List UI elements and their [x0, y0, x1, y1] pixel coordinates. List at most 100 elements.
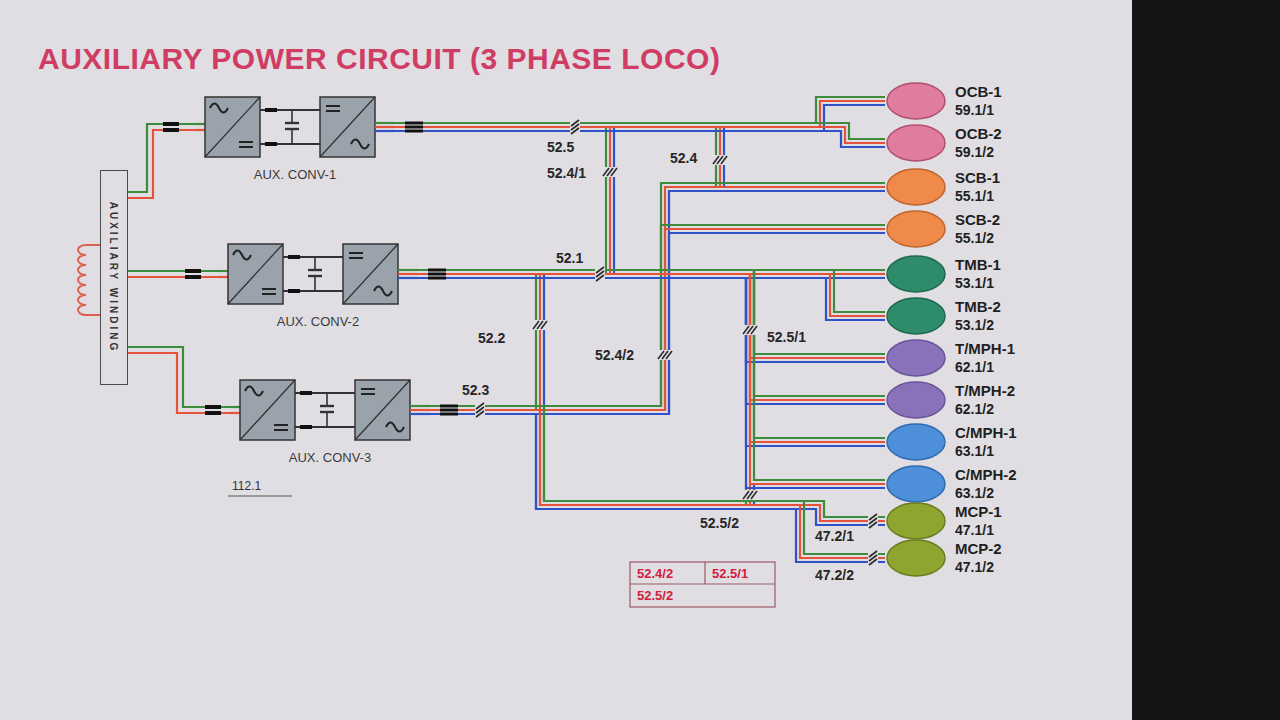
- fuse-set: [163, 122, 458, 416]
- load-text-stack: MCP-147.1/1: [955, 503, 1002, 539]
- load-text-stack: T/MPH-162.1/1: [955, 340, 1015, 376]
- winding-box: AUXILIARY WINDING: [100, 170, 128, 385]
- contactor-symbol: [712, 155, 728, 165]
- winding-label: AUXILIARY WINDING: [109, 202, 120, 354]
- power-cable: [395, 123, 885, 147]
- converter-unit: AUX. CONV-3: [230, 373, 430, 468]
- fuse-symbol: [428, 277, 446, 280]
- power-cable: [128, 347, 230, 413]
- fuse-symbol: [185, 269, 201, 273]
- cable-phase: [430, 406, 885, 554]
- contactor-symbol: [742, 325, 758, 335]
- converter-label: AUX. CONV-3: [289, 450, 371, 468]
- load-name: C/MPH-1: [955, 424, 1017, 442]
- cable-phase: [430, 410, 885, 558]
- load-circle: [885, 81, 947, 121]
- contactor-symbol: [532, 320, 548, 330]
- cable-phase: [418, 270, 885, 396]
- tie-wire: [609, 127, 611, 274]
- load-name: SCB-2: [955, 211, 1000, 229]
- fuse-symbol: [440, 405, 458, 408]
- cable-phase: [418, 270, 885, 312]
- drawing-reference: 112.1: [230, 478, 263, 494]
- fuse-symbol: [405, 130, 423, 133]
- cable-phase: [430, 187, 885, 410]
- load-circle-shape: [887, 211, 945, 247]
- cable-phase: [128, 270, 218, 272]
- fuse-symbol: [428, 273, 446, 276]
- breaker-number: 62.1/1: [955, 358, 1015, 376]
- load-motor: OCB-159.1/1: [885, 81, 1006, 121]
- cable-phase: [395, 131, 885, 147]
- load-text-stack: SCB-155.1/1: [955, 169, 1000, 205]
- converter-graphic: [218, 244, 418, 304]
- cable-phase: [395, 127, 885, 143]
- power-cable: [430, 183, 885, 414]
- load-text-stack: TMB-153.1/1: [955, 256, 1001, 292]
- table-cell: 52.4/2: [635, 566, 675, 582]
- converter-unit: AUX. CONV-1: [195, 90, 395, 185]
- load-motor: C/MPH-263.1/2: [885, 464, 1021, 504]
- fuse-symbol: [205, 411, 221, 415]
- load-name: TMB-1: [955, 256, 1001, 274]
- load-name: T/MPH-2: [955, 382, 1015, 400]
- load-motor: OCB-259.1/2: [885, 123, 1006, 163]
- contactor-number: 52.4: [668, 150, 699, 166]
- cable-phase: [128, 130, 195, 198]
- cable-phase: [128, 124, 195, 192]
- load-name: C/MPH-2: [955, 466, 1017, 484]
- load-text-stack: OCB-159.1/1: [955, 83, 1002, 119]
- load-text-stack: C/MPH-163.1/1: [955, 424, 1017, 460]
- load-motor: SCB-155.1/1: [885, 167, 1005, 207]
- dark-background: [1132, 0, 1280, 720]
- cable-phase: [418, 278, 885, 320]
- load-circle-shape: [887, 83, 945, 119]
- power-cable: [418, 270, 885, 488]
- breaker-number: 47.1/2: [955, 558, 1002, 576]
- breaker-number: 59.1/1: [955, 101, 1002, 119]
- contactor-symbol: [868, 513, 878, 529]
- contactor-symbol: [742, 490, 758, 500]
- power-cable: [418, 270, 885, 404]
- load-name: OCB-2: [955, 125, 1002, 143]
- load-text-stack: OCB-259.1/2: [955, 125, 1002, 161]
- load-motor: TMB-253.1/2: [885, 296, 1005, 336]
- cable-phase: [418, 270, 885, 438]
- load-circle-shape: [887, 382, 945, 418]
- paper-sheet: [0, 0, 1132, 720]
- load-circle-shape: [887, 256, 945, 292]
- cable-phase: [128, 276, 218, 278]
- contactor-number: 52.4/2: [593, 347, 636, 363]
- contactor-number: 52.2: [476, 330, 507, 346]
- load-text-stack: C/MPH-263.1/2: [955, 466, 1017, 502]
- power-cable: [418, 270, 885, 362]
- contactor-symbol: [570, 119, 580, 135]
- load-circle: [885, 338, 947, 378]
- cable-phase: [128, 353, 230, 413]
- fuse-symbol: [440, 413, 458, 416]
- load-motor: MCP-247.1/2: [885, 538, 1006, 578]
- load-name: OCB-1: [955, 83, 1002, 101]
- contactor-number: 52.1: [554, 250, 585, 266]
- cable-phase: [418, 278, 885, 404]
- breaker-number: 62.1/2: [955, 400, 1015, 418]
- load-name: TMB-2: [955, 298, 1001, 316]
- tie-wire: [543, 274, 545, 410]
- breaker-number: 53.1/2: [955, 316, 1001, 334]
- cable-phase: [418, 278, 885, 446]
- load-name: MCP-2: [955, 540, 1002, 558]
- converter-graphic: [230, 380, 430, 440]
- load-circle-shape: [887, 298, 945, 334]
- fuse-symbol: [405, 122, 423, 125]
- load-name: T/MPH-1: [955, 340, 1015, 358]
- contactor-number: 52.5/1: [765, 329, 808, 345]
- load-circle: [885, 538, 947, 578]
- load-motor: MCP-147.1/1: [885, 501, 1006, 541]
- load-name: SCB-1: [955, 169, 1000, 187]
- tie-wire: [535, 274, 537, 410]
- contactor-table: [630, 562, 775, 607]
- load-motor: SCB-255.1/2: [885, 209, 1005, 249]
- load-motor: T/MPH-262.1/2: [885, 380, 1019, 420]
